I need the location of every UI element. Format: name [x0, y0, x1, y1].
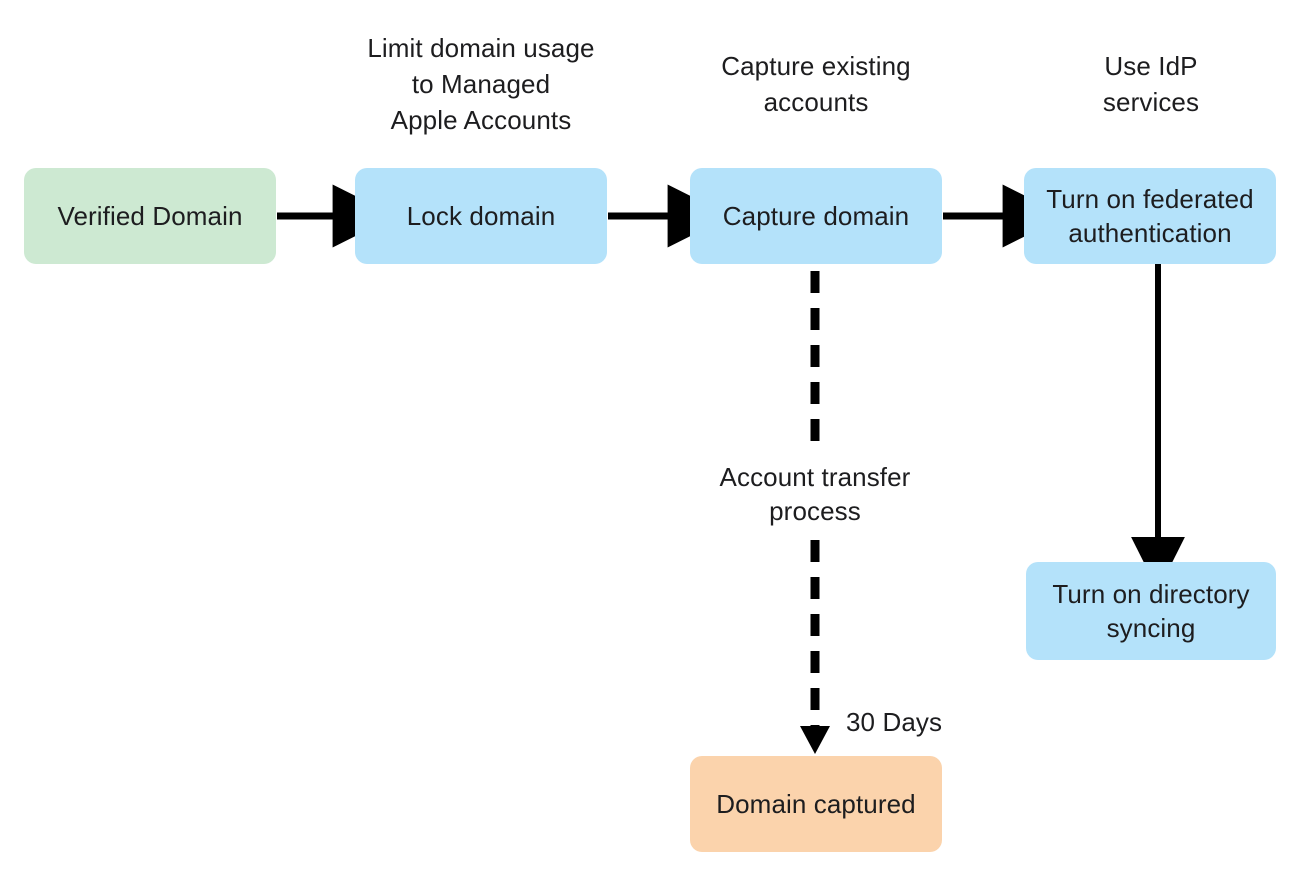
caption-federated-authentication: Use IdP services — [1102, 51, 1200, 117]
node-domain-captured[interactable]: Domain captured — [690, 756, 942, 852]
caption-lock-domain: Limit domain usage to Managed Apple Acco… — [367, 33, 595, 135]
edge-label-account-transfer-process: Account transfer process — [719, 462, 911, 526]
node-lock-domain[interactable]: Lock domain — [355, 168, 607, 264]
node-verified-domain[interactable]: Verified Domain — [24, 168, 276, 264]
node-capture-domain[interactable]: Capture domain — [690, 168, 942, 264]
node-turn-on-directory-syncing[interactable]: Turn on directory syncing — [1026, 562, 1276, 660]
edge-label-30-days: 30 Days — [846, 707, 943, 737]
node-turn-on-federated-authentication[interactable]: Turn on federated authentication — [1024, 168, 1276, 264]
caption-capture-domain: Capture existing accounts — [721, 51, 911, 117]
